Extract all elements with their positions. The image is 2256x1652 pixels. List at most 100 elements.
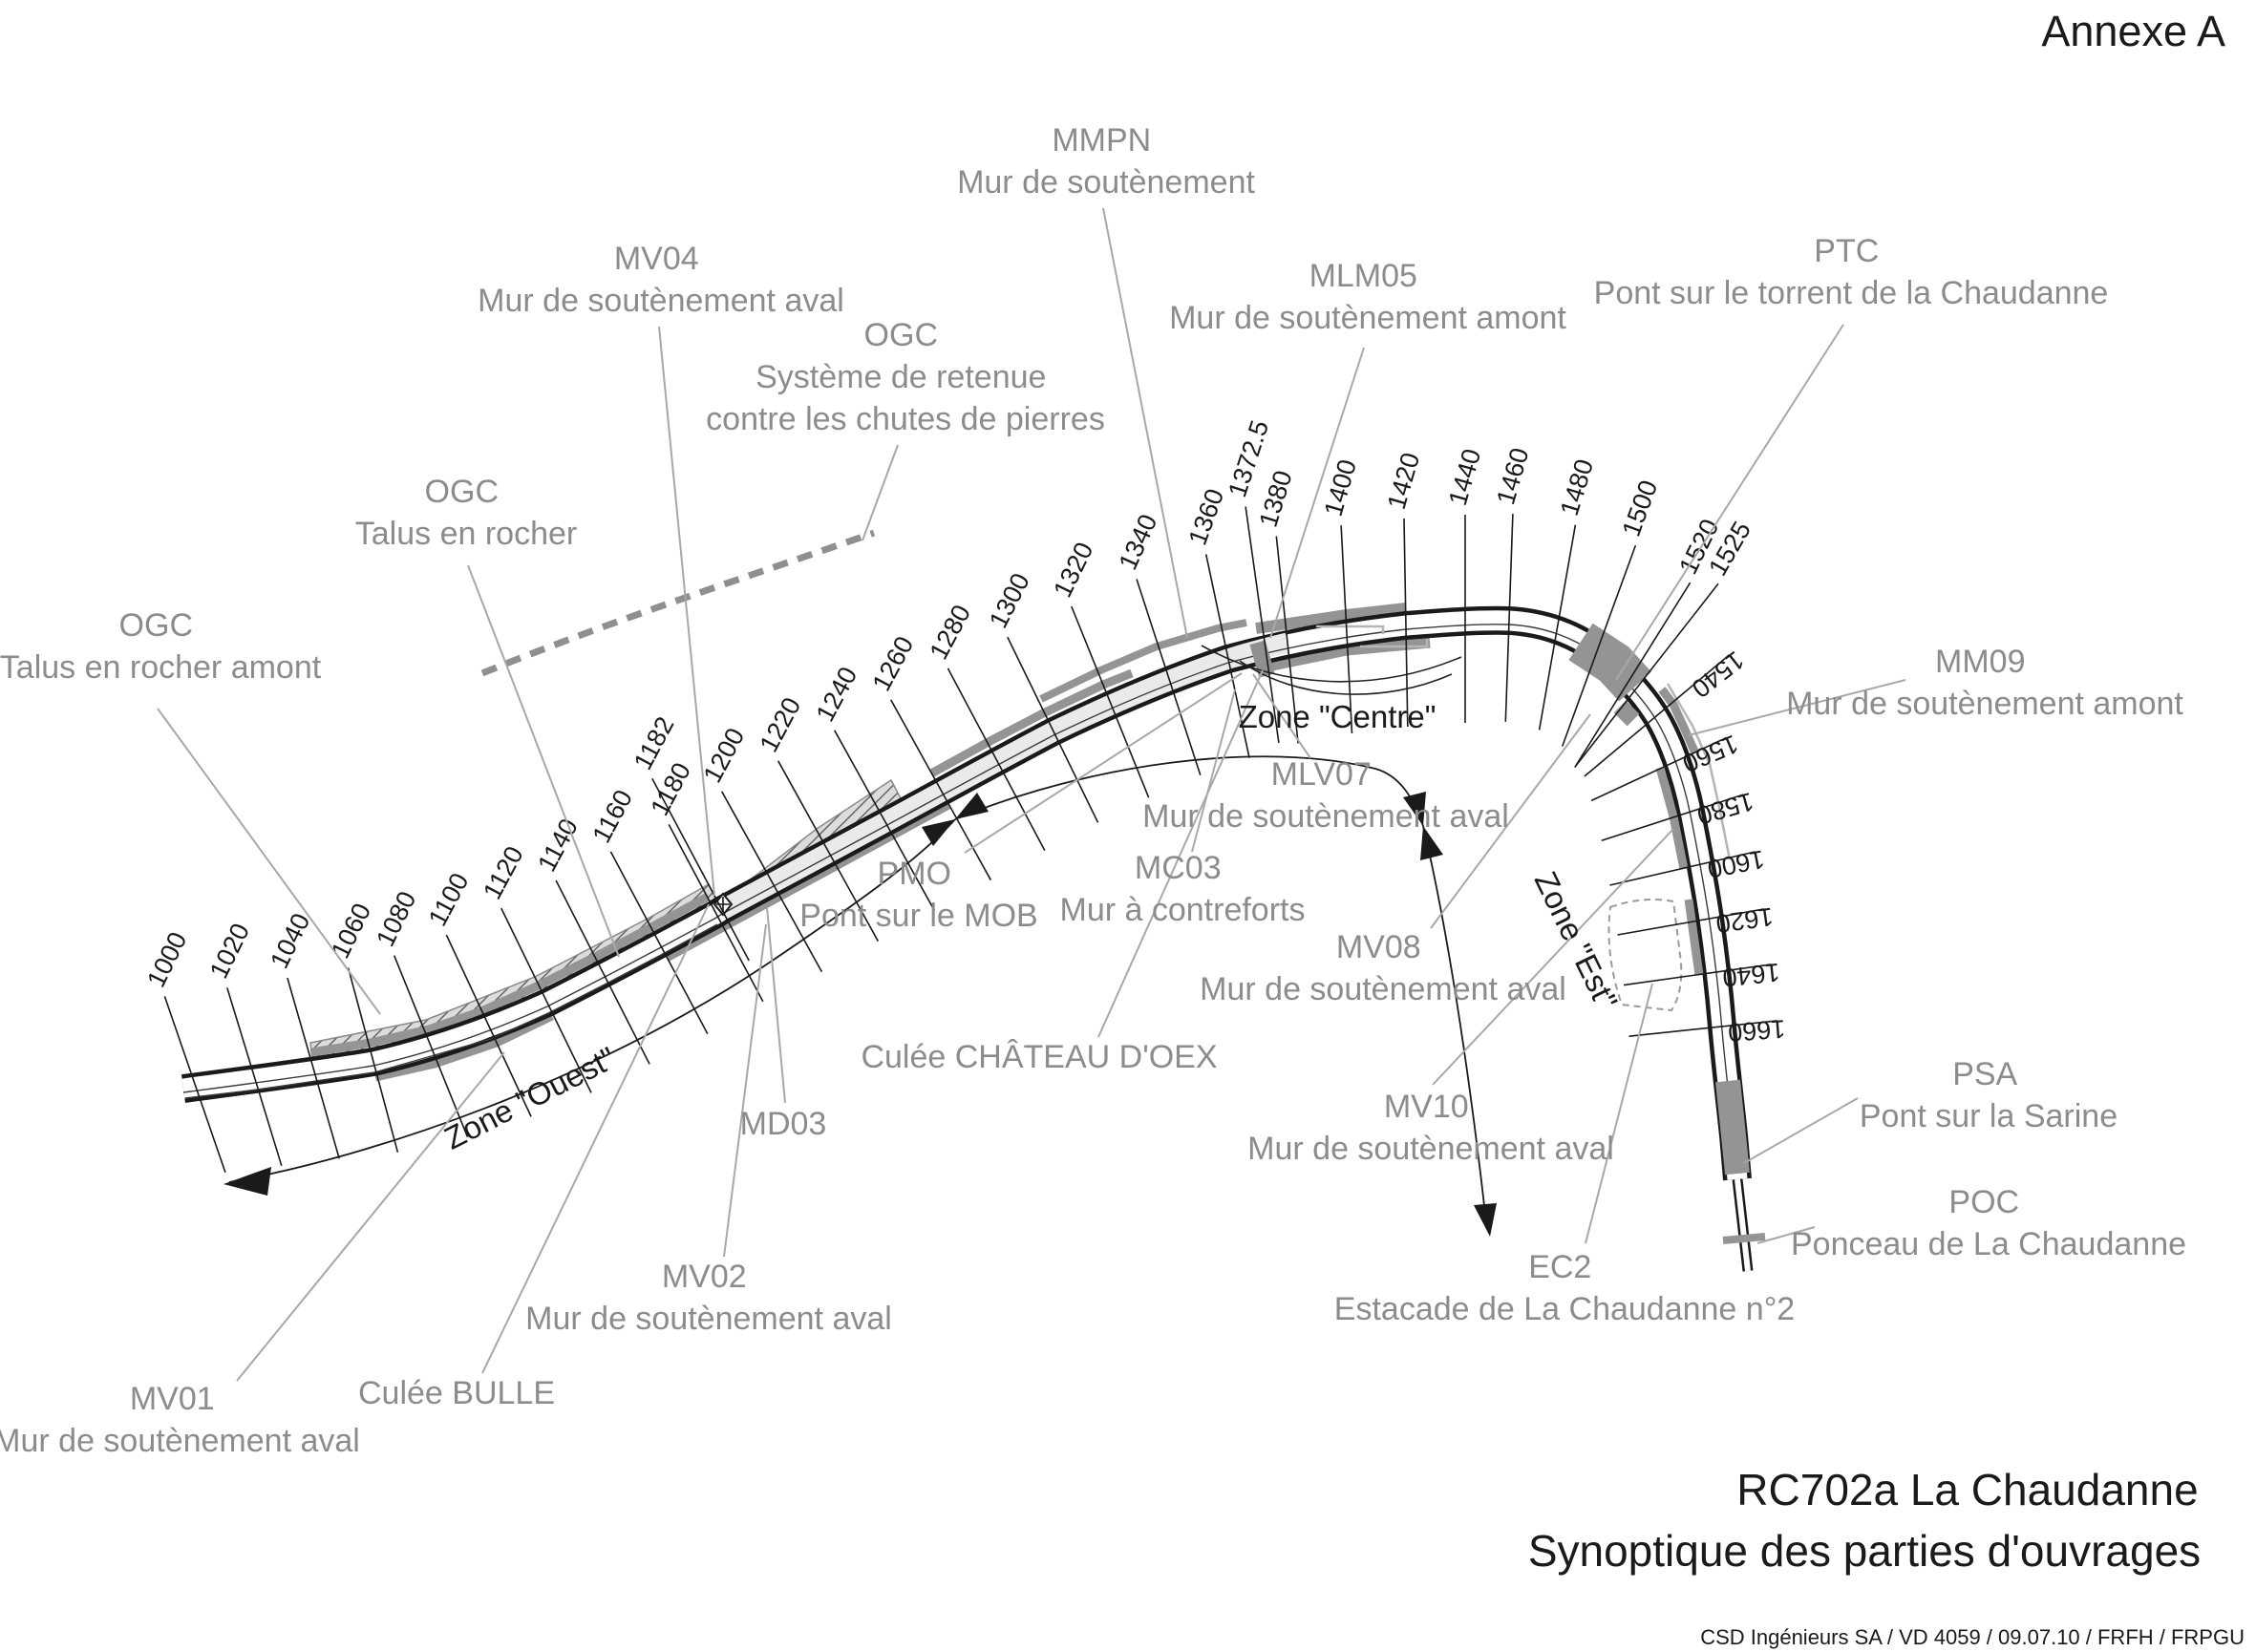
label-mlm05: MLM05 Mur de soutènement amont (1169, 258, 1566, 336)
chainage-label: 1160 (586, 785, 638, 847)
wall-mm09-face (1666, 683, 1732, 860)
chainage-label: 1440 (1443, 446, 1486, 509)
label-line: Pont sur le MOB (799, 898, 1037, 934)
chainage-label: 1420 (1382, 450, 1425, 513)
chainage-tick (1574, 582, 1719, 768)
zone-centre-line (954, 755, 1424, 827)
estacade-ec2-cloud (1607, 899, 1683, 1012)
label-line: contre les chutes de pierres (706, 401, 1105, 437)
label-line: Ponceau de La Chaudanne (1791, 1226, 2186, 1262)
wall-mv10-band (1655, 766, 1689, 870)
chainage-tick (1609, 851, 1756, 886)
leader-ec2 (1585, 983, 1653, 1244)
road-centerline (182, 624, 1735, 1140)
leader-ptc (1615, 324, 1844, 681)
leader-ogc-amont (157, 708, 381, 1015)
label-line: Culée BULLE (358, 1375, 555, 1411)
chainage-tick (1601, 794, 1744, 842)
label-line: MD03 (740, 1106, 827, 1142)
leader-mv10 (1432, 828, 1674, 1086)
leader-mlv07 (1252, 673, 1311, 759)
wall-mmpn (1039, 619, 1247, 703)
chainage-tick (555, 879, 650, 1065)
label-line: Mur de soutènement aval (525, 1301, 892, 1337)
label-line: OGC (864, 317, 938, 353)
label-culee-bulle: Culée BULLE (358, 1375, 555, 1411)
chainage-label: 1340 (1114, 510, 1163, 574)
chainage-tick (1584, 654, 1731, 777)
chainage-label: 1220 (755, 692, 807, 756)
bridge-ptc-tab (1613, 700, 1640, 727)
road-inner-line-west (184, 923, 718, 1099)
label-line: Mur de soutènement aval (1142, 798, 1509, 835)
label-mc03: MC03 Mur à contreforts (1060, 850, 1306, 928)
chainage-tick (1275, 536, 1299, 744)
zone-lines (223, 755, 1497, 1237)
chainage-tick (1590, 736, 1727, 802)
leader-mmpn (1102, 207, 1188, 639)
label-mv04: MV04 Mur de soutènement aval (478, 241, 844, 319)
label-ogc-rocher: OGC Talus en rocher (355, 474, 577, 552)
chainage-tick (500, 907, 592, 1093)
zone-est-arrow (1474, 1203, 1497, 1237)
chainage-label: 1540 (1687, 646, 1750, 704)
chainage-tick (1628, 1020, 1777, 1037)
chainage-label: 1480 (1555, 455, 1599, 519)
chainage-label: 1620 (1714, 902, 1776, 939)
wall-bridge-lower (1266, 635, 1431, 672)
label-line: MLM05 (1309, 258, 1417, 294)
bridge-ptc-block (1568, 623, 1651, 702)
chainage-tick (1575, 582, 1692, 767)
chainage-label: 1000 (141, 927, 192, 991)
wall-mm09-band (1658, 687, 1700, 755)
zone-ouest-line (228, 818, 956, 1183)
structures (713, 623, 1766, 1244)
zone-centre-label: Zone "Centre" (1239, 699, 1437, 734)
label-line: Culée CHÂTEAU D'OEX (861, 1039, 1217, 1075)
label-line: Talus en rocher amont (0, 649, 322, 686)
zone-boundary-ouest-centre-a (922, 819, 955, 846)
chainage-label: 1600 (1705, 844, 1767, 883)
leader-mv02 (723, 923, 767, 1258)
chainage-tick (1617, 908, 1765, 936)
label-mv10: MV10 Mur de soutènement aval (1247, 1089, 1614, 1167)
label-line: Talus en rocher (355, 516, 577, 552)
label-culee-oex: Culée CHÂTEAU D'OEX (861, 1039, 1217, 1075)
label-line: OGC (425, 474, 499, 510)
chainage-tick (1623, 964, 1772, 986)
label-line: MMPN (1052, 122, 1151, 159)
chainage-label: 1280 (924, 600, 976, 664)
label-poc: POC Ponceau de La Chaudanne (1791, 1184, 2186, 1262)
label-line: Mur de soutènement aval (1200, 971, 1566, 1007)
structure-labels: MMPN Mur de soutènement MV04 Mur de sout… (0, 122, 2186, 1459)
chainage-label: 1060 (326, 899, 376, 963)
zone-est-line (1422, 825, 1487, 1223)
chainage-label: 1040 (265, 909, 315, 973)
label-line: Pont sur le torrent de la Chaudanne (1594, 275, 2109, 311)
chainage-tick (947, 667, 1046, 851)
leader-md03 (766, 906, 786, 1104)
leader-culee-bulle (481, 903, 710, 1374)
title-block: Annexe A RC702a La Chaudanne Synoptique … (1528, 7, 2245, 1649)
label-line: Mur de soutènement amont (1169, 300, 1566, 336)
chainage-tick (1340, 525, 1353, 733)
chainage-label: 1660 (1727, 1014, 1786, 1047)
chainage-tick (890, 699, 992, 881)
wall-lower-west-1 (374, 1011, 554, 1082)
label-line: OGC (119, 607, 193, 644)
chainage-tick (609, 851, 709, 1034)
bracket-2 (1360, 639, 1429, 648)
wall-upper-west (310, 893, 711, 1057)
chainage-tick (226, 987, 283, 1167)
label-mv02: MV02 Mur de soutènement aval (525, 1259, 892, 1337)
leader-pmo (964, 672, 1243, 854)
leader-culee-oex (1097, 669, 1264, 1038)
label-mlv07: MLV07 Mur de soutènement aval (1142, 756, 1509, 835)
leader-poc (1756, 1226, 1816, 1244)
chainage-label: 1580 (1693, 787, 1756, 830)
chainage-tick (163, 996, 226, 1174)
bridge-psa-block (1715, 1079, 1750, 1175)
leader-mv08 (1430, 713, 1591, 929)
leader-psa (1743, 1097, 1859, 1164)
